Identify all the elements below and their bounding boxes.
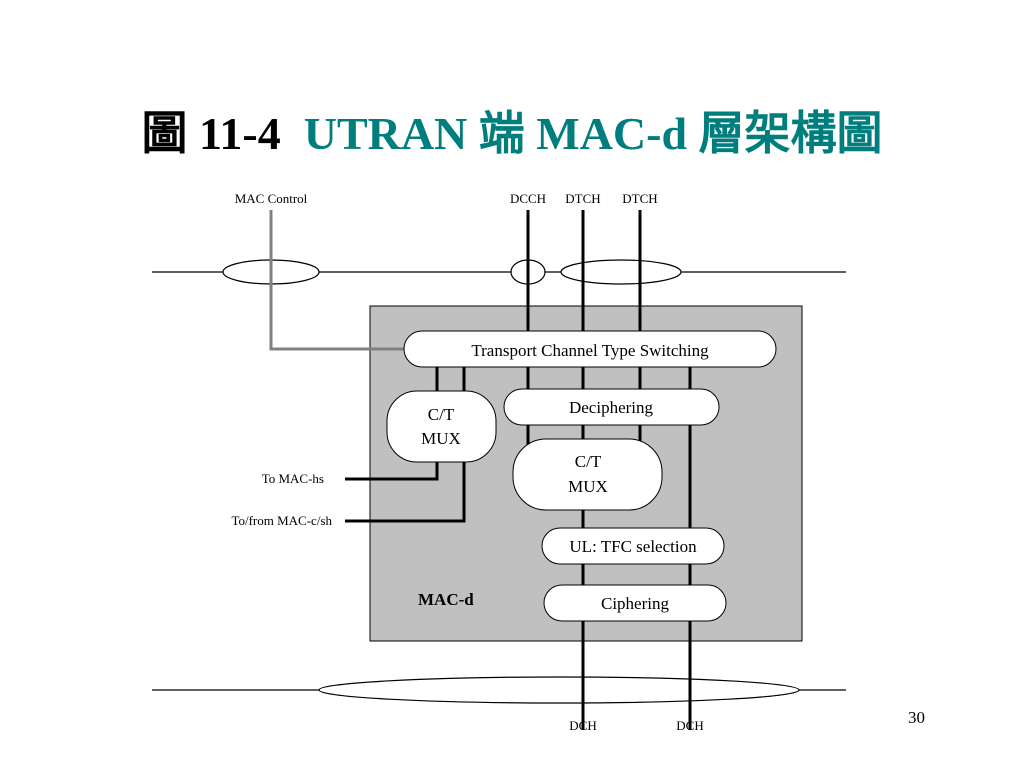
mac-d-label: MAC-d (418, 590, 474, 609)
dtch-label-1: DTCH (565, 191, 600, 206)
ciphering-block (543, 584, 727, 622)
deciphering-label: Deciphering (569, 398, 654, 417)
ct-mux-center-line1: C/T (575, 452, 602, 471)
transport-channel-switching-label: Transport Channel Type Switching (471, 341, 709, 360)
ul-tfc-selection-block (541, 527, 725, 565)
to-mac-hs-label: To MAC-hs (262, 471, 324, 486)
figure-number: 圖 11-4 (141, 108, 281, 159)
ul-tfc-selection-label: UL: TFC selection (569, 537, 697, 556)
mac-control-line (269, 210, 404, 351)
ct-mux-left-line2: MUX (421, 429, 461, 448)
ct-mux-center-block (512, 438, 663, 511)
figure-title: UTRAN 端 MAC-d 層架構圖 (303, 108, 883, 159)
dcch-label: DCCH (510, 191, 546, 206)
deciphering-block (503, 388, 720, 426)
ct-mux-center-line2: MUX (568, 477, 608, 496)
dtch-sap (560, 259, 682, 285)
to-from-mac-c-sh-label: To/from MAC-c/sh (231, 513, 332, 528)
ciphering-label: Ciphering (601, 594, 669, 613)
dch-label-2: DCH (676, 718, 703, 733)
dch-label-1: DCH (569, 718, 596, 733)
page-number: 30 (908, 708, 925, 727)
dtch-label-2: DTCH (622, 191, 657, 206)
ct-mux-left-line1: C/T (428, 405, 455, 424)
dch-sap (318, 676, 800, 704)
to-mac-c-sh-line (345, 460, 466, 523)
transport-channel-switching-block (403, 330, 777, 368)
slide-title: 圖 11-4 UTRAN 端 MAC-d 層架構圖 (0, 104, 1024, 164)
mac-control-label: MAC Control (235, 191, 308, 206)
ct-mux-left-block (386, 390, 497, 463)
to-mac-hs-line (345, 460, 439, 481)
